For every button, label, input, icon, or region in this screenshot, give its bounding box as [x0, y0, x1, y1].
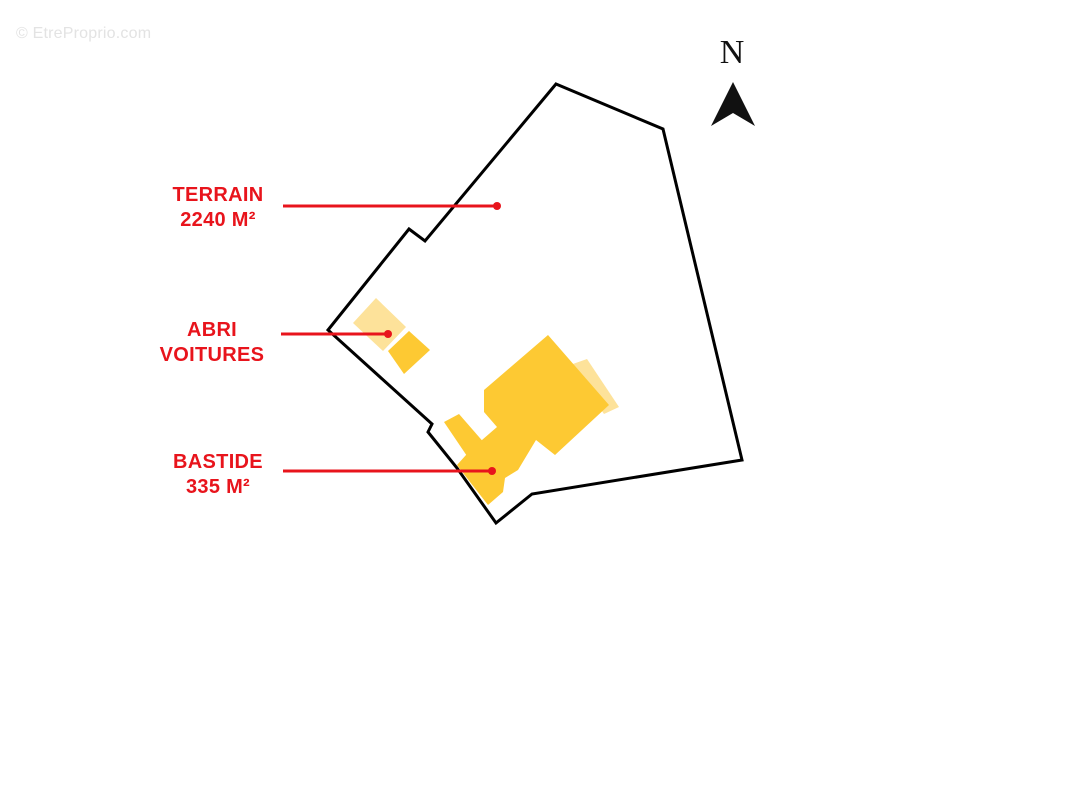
- north-label: N: [719, 34, 745, 71]
- terrain-label-area: 2240 M²: [180, 209, 256, 231]
- terrain-label-title: TERRAIN: [172, 184, 264, 206]
- north-arrow-icon: [711, 82, 755, 126]
- terrain-boundary: [325, 82, 744, 526]
- watermark: © EtreProprio.com: [16, 25, 152, 42]
- bastide-label-title: BASTIDE: [173, 451, 263, 473]
- bastide-building: [444, 335, 619, 505]
- abri-leader: [281, 330, 392, 338]
- abri-dark-part: [388, 331, 430, 374]
- bastide-leader: [283, 467, 496, 475]
- bastide-terrace: [570, 359, 619, 414]
- bastide-west-wing: [444, 414, 486, 459]
- abri-voitures-building: [353, 298, 430, 374]
- abri-label-line2: VOITURES: [159, 344, 265, 366]
- bastide-main-part: [457, 335, 609, 505]
- bastide-label: BASTIDE 335 M²: [148, 450, 288, 500]
- terrain-leader: [283, 202, 501, 210]
- bastide-label-area: 335 M²: [185, 476, 251, 498]
- terrain-label: TERRAIN 2240 M²: [148, 183, 288, 233]
- abri-label-line1: ABRI: [186, 319, 238, 341]
- abri-light-part: [353, 298, 406, 351]
- abri-label: ABRI VOITURES: [142, 318, 282, 368]
